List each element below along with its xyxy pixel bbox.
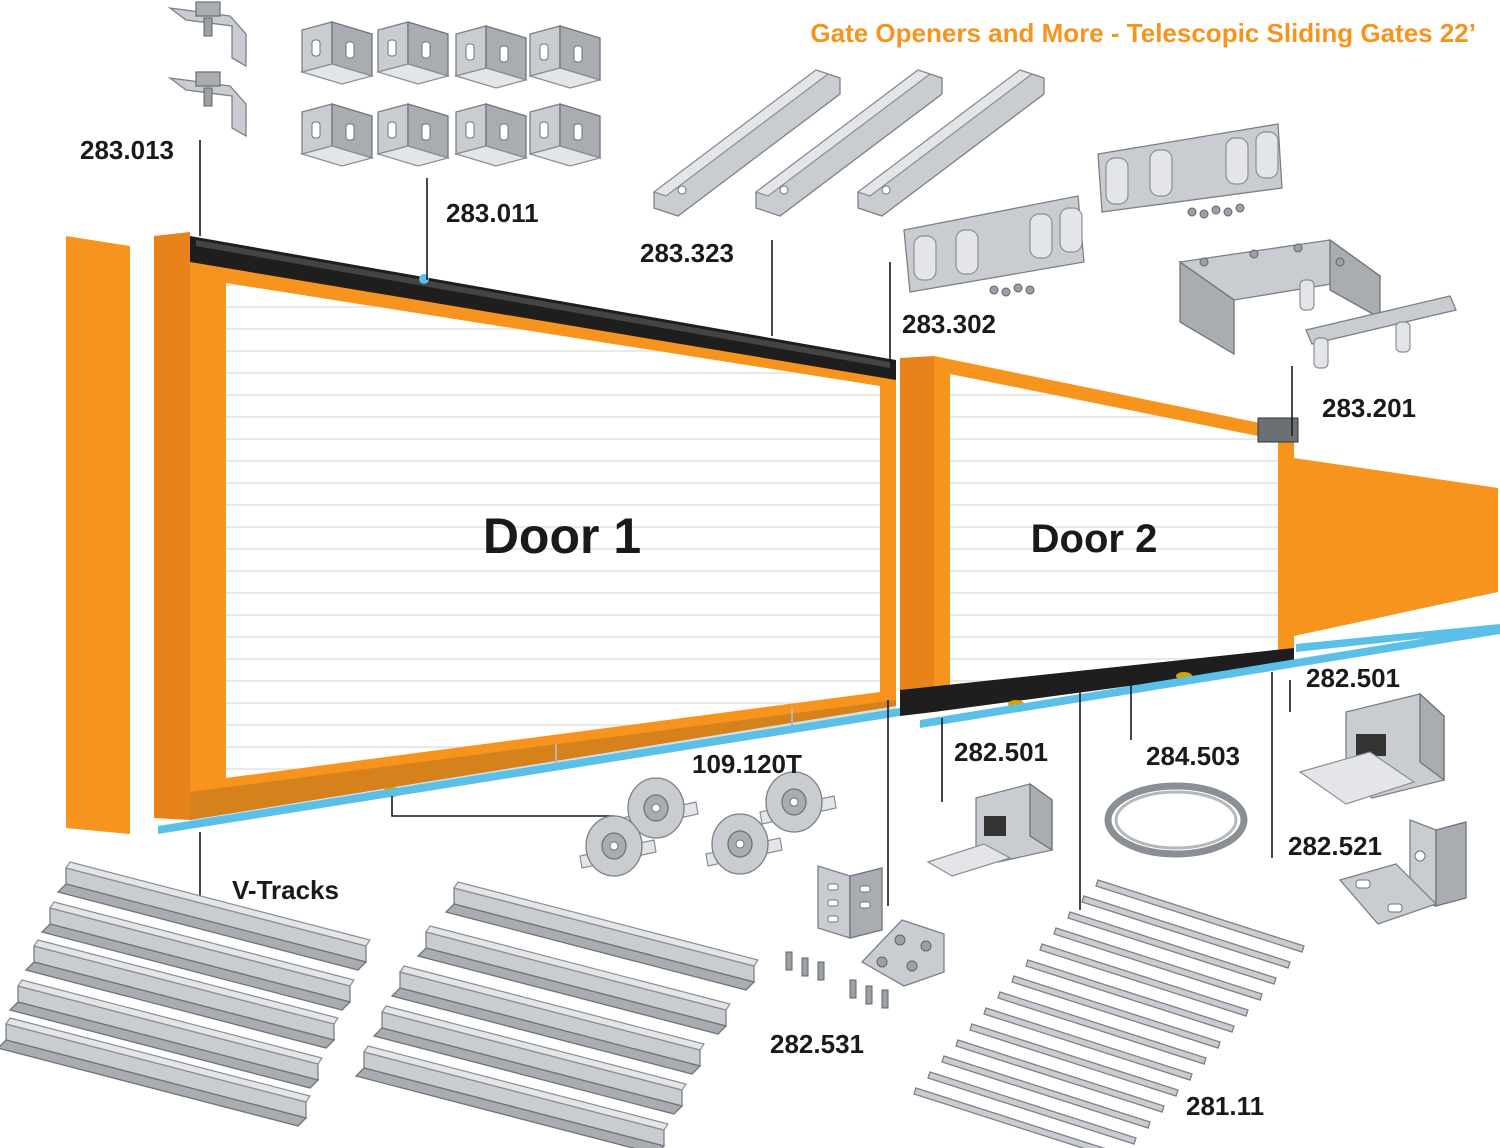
part-label-v-tracks: V-Tracks	[232, 875, 339, 905]
part-label-281-11: 281.11	[1186, 1091, 1264, 1121]
part-label-284-503: 284.503	[1146, 741, 1240, 771]
steel-cable-icon	[1104, 782, 1248, 858]
door-2-label: Door 2	[1031, 517, 1158, 561]
part-label-109-120t: 109.120T	[692, 749, 802, 779]
part-label-283-013: 283.013	[80, 135, 174, 165]
door-1-label: Door 1	[483, 508, 641, 564]
left-post	[66, 236, 130, 834]
part-labels: 283.013 283.011 283.323 283.302 283.201 …	[80, 135, 1416, 1121]
track-blue-front	[158, 624, 1500, 834]
part-label-282-531: 282.531	[770, 1029, 864, 1059]
diagram-title: Gate Openers and More - Telescopic Slidi…	[810, 18, 1476, 48]
part-label-283-323: 283.323	[640, 238, 734, 268]
flat-bars-icon	[913, 879, 1305, 1148]
part-label-282-501-right: 282.501	[1306, 663, 1400, 693]
v-groove-wheel-icon	[579, 771, 837, 877]
part-label-282-501-middle: 282.501	[954, 737, 1048, 767]
u-channel-icon	[652, 69, 1045, 217]
roller-guide-icon	[903, 123, 1283, 297]
end-bracket-icon	[1338, 819, 1467, 925]
roller-guide-plate-icon	[1178, 238, 1457, 369]
angle-bracket-kit-icon	[785, 865, 945, 1009]
pulley-box-icon	[926, 782, 1053, 877]
pulley-box-icon	[1298, 692, 1445, 805]
part-label-283-302: 283.302	[902, 309, 996, 339]
part-label-282-521: 282.521	[1288, 831, 1382, 861]
leader-lines	[199, 140, 1293, 910]
l-bracket-icon	[299, 21, 603, 167]
right-wall	[1294, 458, 1498, 636]
stop-bracket-icon	[167, 1, 247, 138]
v-track-icon	[0, 861, 759, 1148]
door-1	[154, 232, 896, 820]
part-label-283-011: 283.011	[446, 198, 539, 228]
part-label-283-201: 283.201	[1322, 393, 1416, 423]
door-2	[900, 356, 1294, 704]
